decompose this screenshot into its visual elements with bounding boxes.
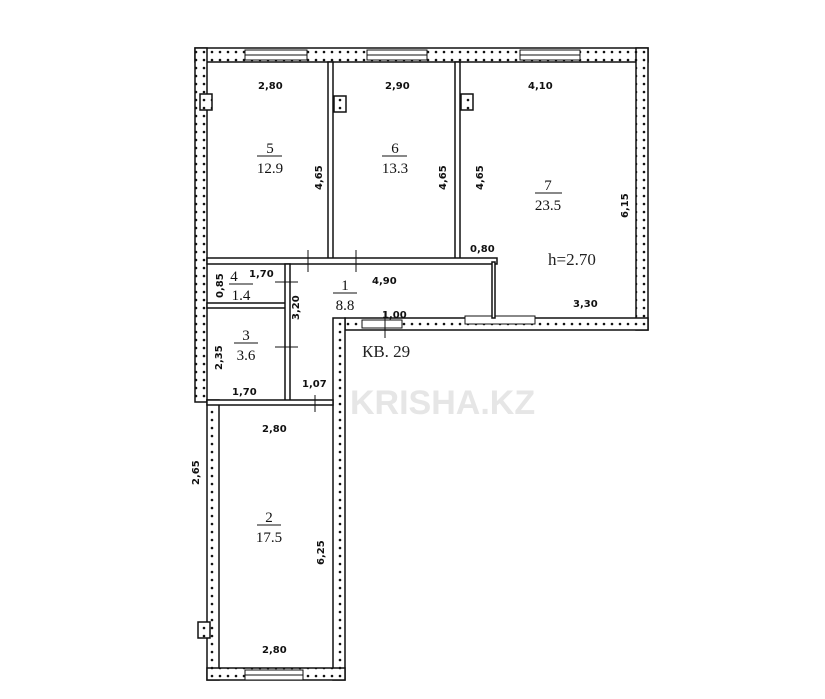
dimension-label: 2,65 <box>191 460 202 485</box>
dimension-label: 2,80 <box>262 424 287 435</box>
room-6-area: 13.3 <box>382 161 408 177</box>
dimension-label: 6,15 <box>620 193 631 218</box>
room-5-area: 12.9 <box>257 161 283 177</box>
dimension-label: 0,80 <box>470 244 495 255</box>
dimension-label: 1,00 <box>382 310 407 321</box>
room-1-area: 8.8 <box>336 298 355 314</box>
watermark: KRISHA.KZ <box>350 384 535 422</box>
room-1-number: 1 <box>341 278 349 294</box>
room-4-area: 1.4 <box>232 288 251 304</box>
room-2-area: 17.5 <box>256 530 282 546</box>
dimension-label: 2,80 <box>262 645 287 656</box>
dimension-label: 6,25 <box>316 540 327 565</box>
room-7-area: 23.5 <box>535 198 561 214</box>
ceiling-height: h=2.70 <box>548 250 596 269</box>
dimension-label: 4,65 <box>438 165 449 190</box>
dimension-label: 3,20 <box>291 295 302 320</box>
apartment-label: КВ. 29 <box>362 342 410 361</box>
room-3-area: 3.6 <box>237 348 256 364</box>
dimension-label: 0,85 <box>215 273 226 298</box>
interior-walls <box>206 61 498 406</box>
room-labels <box>229 155 562 526</box>
dimensions: 2,80 2,90 4,10 4,65 4,65 4,65 6,15 0,80 … <box>191 81 631 656</box>
dimension-label: 3,30 <box>573 299 598 310</box>
dimension-label: 4,65 <box>314 165 325 190</box>
dimension-label: 1,70 <box>249 269 274 280</box>
dimension-label: 1,07 <box>302 379 327 390</box>
room-5-number: 5 <box>266 141 274 157</box>
room-6-number: 6 <box>391 141 399 157</box>
room-3-number: 3 <box>242 328 250 344</box>
room-7-number: 7 <box>544 178 552 194</box>
dimension-label: 4,90 <box>372 276 397 287</box>
room-4-number: 4 <box>230 269 238 285</box>
windows <box>244 49 581 681</box>
room-2-number: 2 <box>265 510 273 526</box>
dimension-label: 4,10 <box>528 81 553 92</box>
exterior-walls <box>194 47 649 681</box>
door-marks <box>275 250 386 412</box>
dimension-label: 2,90 <box>385 81 410 92</box>
dimension-label: 1,70 <box>232 387 257 398</box>
dimension-label: 4,65 <box>475 165 486 190</box>
dimension-label: 2,80 <box>258 81 283 92</box>
dimension-label: 2,35 <box>214 345 225 370</box>
